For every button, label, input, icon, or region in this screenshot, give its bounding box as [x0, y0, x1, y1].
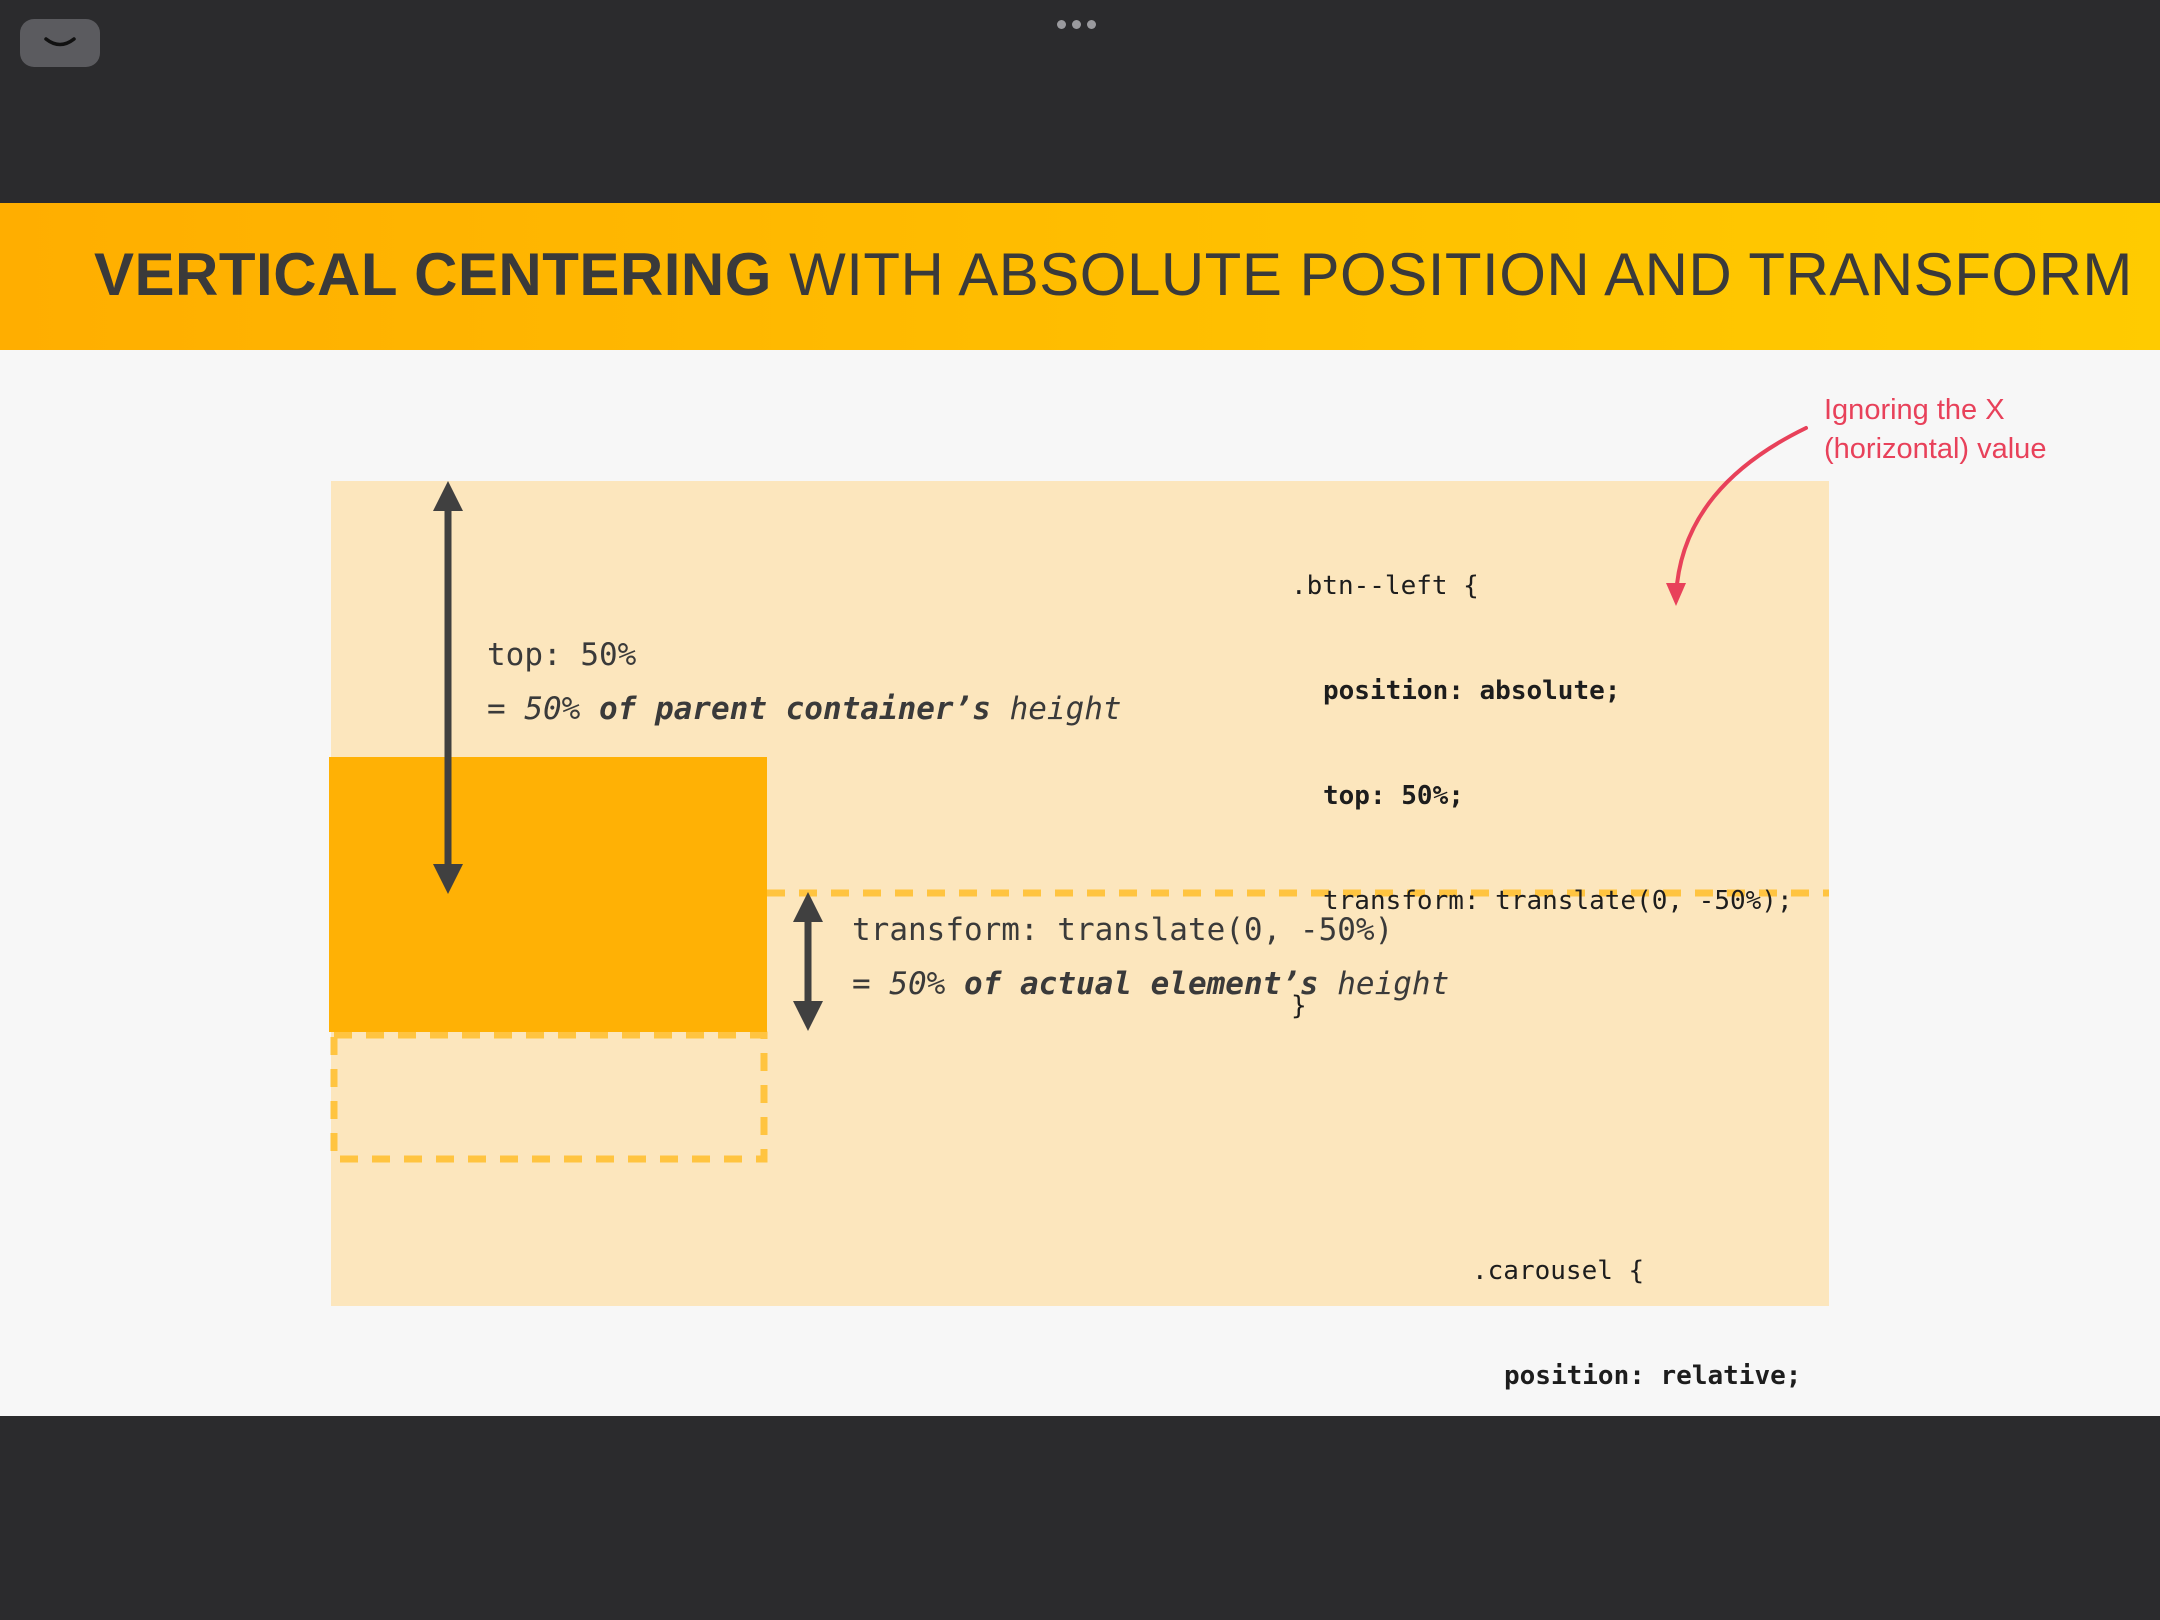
dot	[1072, 20, 1081, 29]
eq-prefix: =	[852, 966, 890, 1002]
slide-title: VERTICAL CENTERING WITH ABSOLUTE POSITIO…	[94, 239, 2133, 311]
top-bar	[0, 0, 2160, 203]
annotation-arrow-head	[1666, 583, 1686, 606]
title-bold: VERTICAL CENTERING	[94, 241, 772, 308]
eq-strong: of actual element’s	[945, 966, 1319, 1002]
eq-percent: 50%	[524, 691, 581, 727]
dot	[1087, 20, 1096, 29]
bottom-bar	[0, 1416, 2160, 1620]
annotation-arrow	[1674, 426, 1808, 598]
btn-left-code-block: .btn--left { position: absolute; top: 50…	[1291, 499, 1793, 1094]
code-line: .btn--left {	[1291, 571, 1479, 601]
original-position-outline	[330, 1031, 768, 1163]
more-options-icon[interactable]	[1057, 20, 1096, 29]
dot	[1057, 20, 1066, 29]
eq-suffix: height	[1318, 966, 1450, 1002]
annotation-note: Ignoring the X (horizontal) value	[1824, 394, 2047, 465]
chevron-down-icon	[44, 37, 76, 47]
code-line: .carousel {	[1472, 1256, 1645, 1286]
collapse-button[interactable]	[20, 19, 100, 67]
eq-percent: 50%	[889, 966, 946, 1002]
code-line: }	[1291, 991, 1307, 1021]
title-rest: WITH ABSOLUTE POSITION AND TRANSFORM	[771, 241, 2133, 308]
eq-prefix: =	[487, 691, 525, 727]
top-arrow	[433, 481, 463, 894]
top-label: top: 50%	[487, 637, 637, 673]
transform-label: transform: translate(0, -50%)	[852, 912, 1394, 948]
transform-explanation: = 50% of actual element’s height	[852, 964, 1449, 1004]
top-explanation: = 50% of parent container’s height	[487, 689, 1122, 729]
dashed-guides	[330, 889, 1829, 1163]
code-line: position: absolute;	[1323, 676, 1621, 706]
slide: VERTICAL CENTERING WITH ABSOLUTE POSITIO…	[0, 203, 2160, 1416]
eq-strong: of parent container’s	[580, 691, 991, 727]
code-line: top: 50%;	[1323, 781, 1464, 811]
eq-suffix: height	[990, 691, 1122, 727]
code-line: position: relative;	[1504, 1361, 1802, 1391]
title-band: VERTICAL CENTERING WITH ABSOLUTE POSITIO…	[0, 203, 2160, 350]
carousel-code-block: .carousel { position: relative; }	[1472, 1184, 1801, 1416]
transform-arrow	[793, 892, 823, 1031]
code-line: transform: translate(0, -50%);	[1323, 886, 1793, 916]
arrows	[433, 426, 1808, 1031]
element-box	[329, 757, 767, 1032]
